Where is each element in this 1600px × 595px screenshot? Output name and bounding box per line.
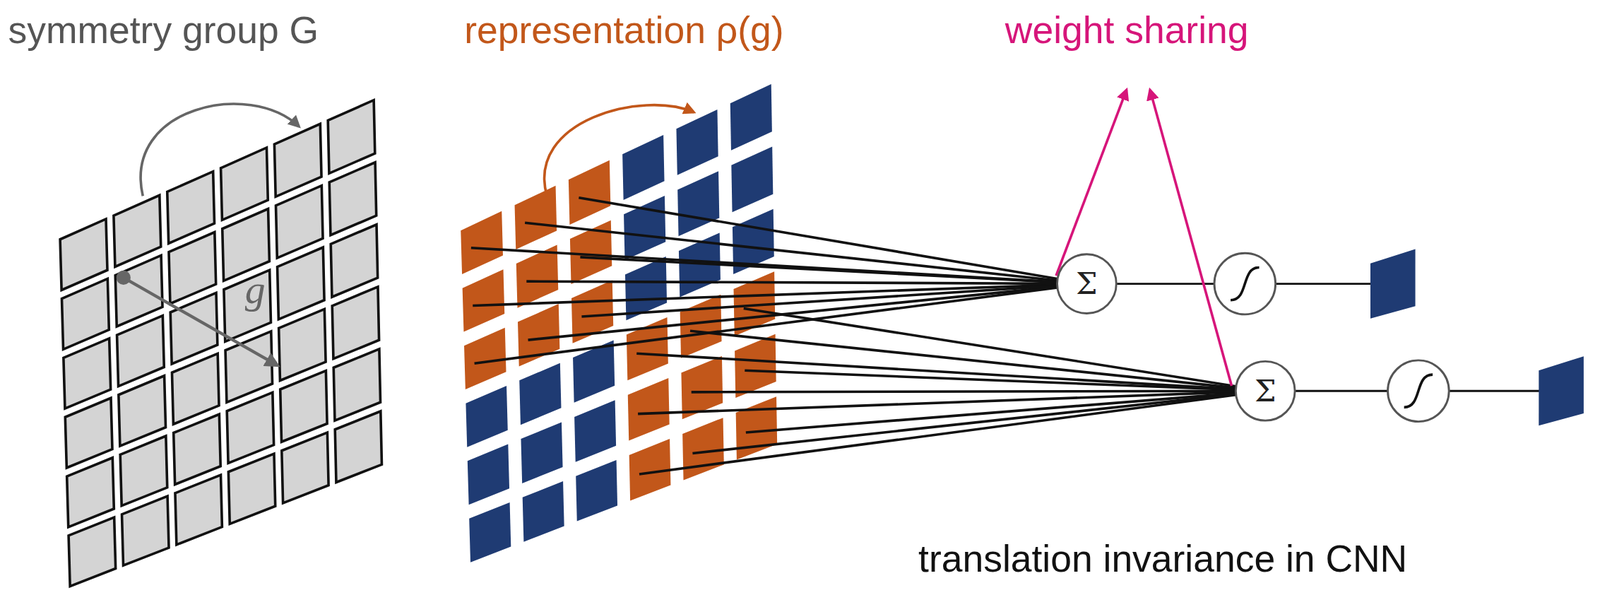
grid-cell [279,308,326,381]
group-title: symmetry group G [8,9,320,52]
weight-line [526,281,1087,284]
sum-symbol: Σ [1254,375,1277,407]
weight-line [690,330,1266,391]
feature-cell [574,399,616,462]
grid-cell [332,286,379,359]
group-element: g [245,267,266,313]
weight-sharing-title: weight sharing [1005,9,1249,52]
output-unit [1538,356,1584,426]
feature-cell [682,417,725,480]
grid-cell [171,353,219,424]
grid-cell [221,147,269,220]
grid-cell [275,185,323,258]
grid-cell [118,375,167,446]
feature-cell [736,396,778,460]
weight-line [471,247,1088,284]
weight-line [743,307,1266,391]
grid-cell [330,224,378,297]
grid-cell [280,370,328,443]
symmetry-grid [60,100,382,587]
sigmoid-symbol [1404,374,1433,407]
grid-cell [327,100,376,174]
weight-line [474,283,1088,364]
grid-cell [274,123,322,197]
output-unit [1370,248,1416,318]
weight-line [578,197,1087,284]
grid-cell [68,517,116,586]
receptive-field-lines [636,307,1266,474]
grid-cell [228,453,275,524]
feature-cell [680,294,722,359]
receptive-field-lines [471,197,1088,364]
feature-cell [462,269,506,332]
weight-line [528,283,1088,341]
grid-cell [61,278,109,349]
feature-cell [731,146,773,212]
group-action-arrow [140,103,299,196]
grid-cell [225,331,272,403]
grid-cell [334,411,382,483]
grid-cell [175,474,222,545]
grid-cell [122,495,169,566]
feature-cell [519,363,561,425]
feature-cell [460,211,503,275]
feature-cell [465,385,508,448]
feature-cell [575,459,618,522]
weight-line [745,390,1266,433]
grid-cell [173,413,221,484]
feature-cell [514,185,558,250]
weight-line [581,283,1087,317]
caption-note: translation invariance in CNN [918,538,1408,581]
feature-cell [627,377,670,441]
sum-neuron: Σ [1056,252,1118,315]
feature-cell [677,170,720,236]
representation-arrow [544,105,695,197]
activation-circle [1214,252,1276,315]
feature-cell [730,84,773,151]
grid-cell [64,397,113,468]
sum-neuron: Σ [1234,360,1297,422]
weight-line [691,390,1266,393]
translation-origin [116,270,131,285]
grid-cell [168,232,217,304]
grid-cell [120,435,168,506]
feature-cell [464,327,506,390]
feature-cell [734,334,777,398]
grid-cell [113,194,162,267]
feature-cell [676,109,718,176]
weight-line [639,390,1266,474]
grid-cell [333,348,381,421]
feature-cell [516,244,559,308]
weight-line [692,390,1266,453]
feature-cell [520,421,563,484]
grid-cell [167,171,215,244]
grid-cell [67,457,115,527]
weight-line [524,222,1087,284]
sigmoid-symbol [1230,267,1259,300]
weight-line [579,257,1087,284]
grid-cell [60,218,108,291]
grid-cell [277,247,325,320]
grid-cell [226,392,274,463]
feature-grid [460,84,778,563]
sum-symbol: Σ [1075,268,1098,299]
grid-cell [115,255,163,327]
grid-cell [117,315,165,387]
grid-cell [281,432,329,503]
grid-cell [329,162,376,236]
representation-title: representation ρ(g) [464,9,784,52]
feature-cell [467,444,510,506]
weight-sharing-arrow [1056,89,1127,276]
activation-circle [1388,360,1450,422]
grid-cell [63,338,111,409]
feature-cell [568,160,611,225]
feature-cell [622,134,665,200]
weight-line [744,370,1266,391]
feature-cell [522,481,565,542]
weight-sharing-arrow [1150,89,1232,386]
feature-cell [469,502,511,563]
